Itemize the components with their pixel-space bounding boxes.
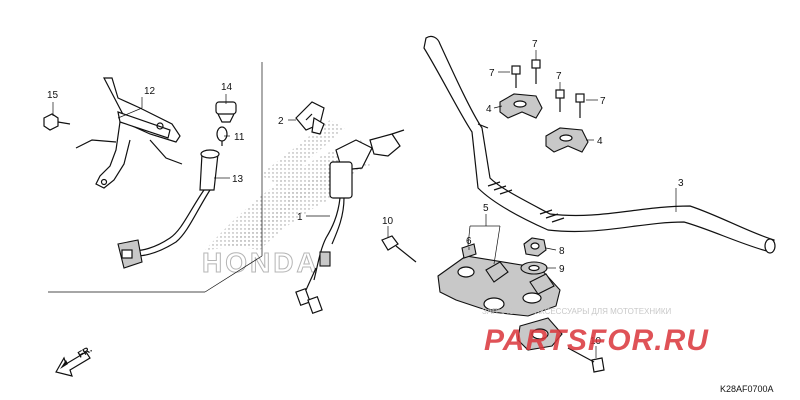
callout-7-b: 7: [532, 39, 538, 50]
bolt-part-15: [43, 113, 71, 131]
bolt-part-7-a: [511, 65, 521, 88]
callout-11: 11: [234, 132, 245, 143]
upper-holder-part-4-bottom: [545, 127, 589, 153]
bulb-part-11: [216, 126, 228, 146]
bolt-part-10-upper: [381, 235, 417, 263]
callout-12: 12: [144, 86, 156, 97]
callout-2: 2: [278, 116, 284, 127]
callouts: 15 12 14 11 13 2 1 3 4 4 5 6 7 7 7 7 8 9…: [47, 39, 684, 347]
callout-14: 14: [221, 82, 233, 93]
site-watermark-caption: ЗАПЧАСТИ И АКСЕССУАРЫ ДЛЯ МОТОТЕХНИКИ: [482, 307, 672, 316]
washer-part-9: [520, 261, 548, 275]
bolt-part-7-c: [555, 89, 565, 112]
callout-15: 15: [47, 90, 59, 101]
bolt-part-10-lower: [567, 347, 605, 373]
callout-1: 1: [297, 212, 303, 223]
bolt-part-7-b: [531, 59, 541, 84]
callout-6: 6: [466, 236, 472, 247]
callout-8: 8: [559, 246, 565, 257]
callout-5: 5: [483, 203, 489, 214]
nut-part-8: [523, 237, 547, 257]
part-code-label: K28AF0700A: [720, 384, 774, 394]
front-direction-arrow: FR.: [55, 344, 94, 377]
callout-4-bottom: 4: [597, 136, 603, 147]
callout-3: 3: [678, 178, 684, 189]
key-part-2: [295, 101, 325, 135]
honda-watermark-text: HONDA: [202, 247, 320, 278]
callout-9: 9: [559, 264, 565, 275]
callout-7-c: 7: [556, 71, 562, 82]
leader-lines: [52, 50, 677, 358]
callout-7-d: 7: [600, 96, 606, 107]
ignition-switch-part-1: [295, 129, 405, 315]
section-divider: [48, 62, 263, 293]
callout-10-lower: 10: [590, 336, 602, 347]
socket-harness-part-13: [117, 149, 220, 269]
front-direction-label: FR.: [76, 344, 94, 360]
plate-part-6: [461, 243, 477, 259]
callout-4-top: 4: [486, 104, 492, 115]
callout-10-upper: 10: [382, 216, 394, 227]
handlebar-part-3: [423, 35, 776, 254]
upper-holder-part-4-top: [499, 93, 543, 119]
bracket-part-12: [75, 77, 183, 189]
bolt-part-7-d: [575, 93, 585, 118]
site-watermark-logo: PARTSFOR.RU: [484, 324, 709, 357]
callout-7-a: 7: [489, 68, 495, 79]
indicator-lamp-part-14: [215, 101, 237, 123]
callout-13: 13: [232, 174, 244, 185]
